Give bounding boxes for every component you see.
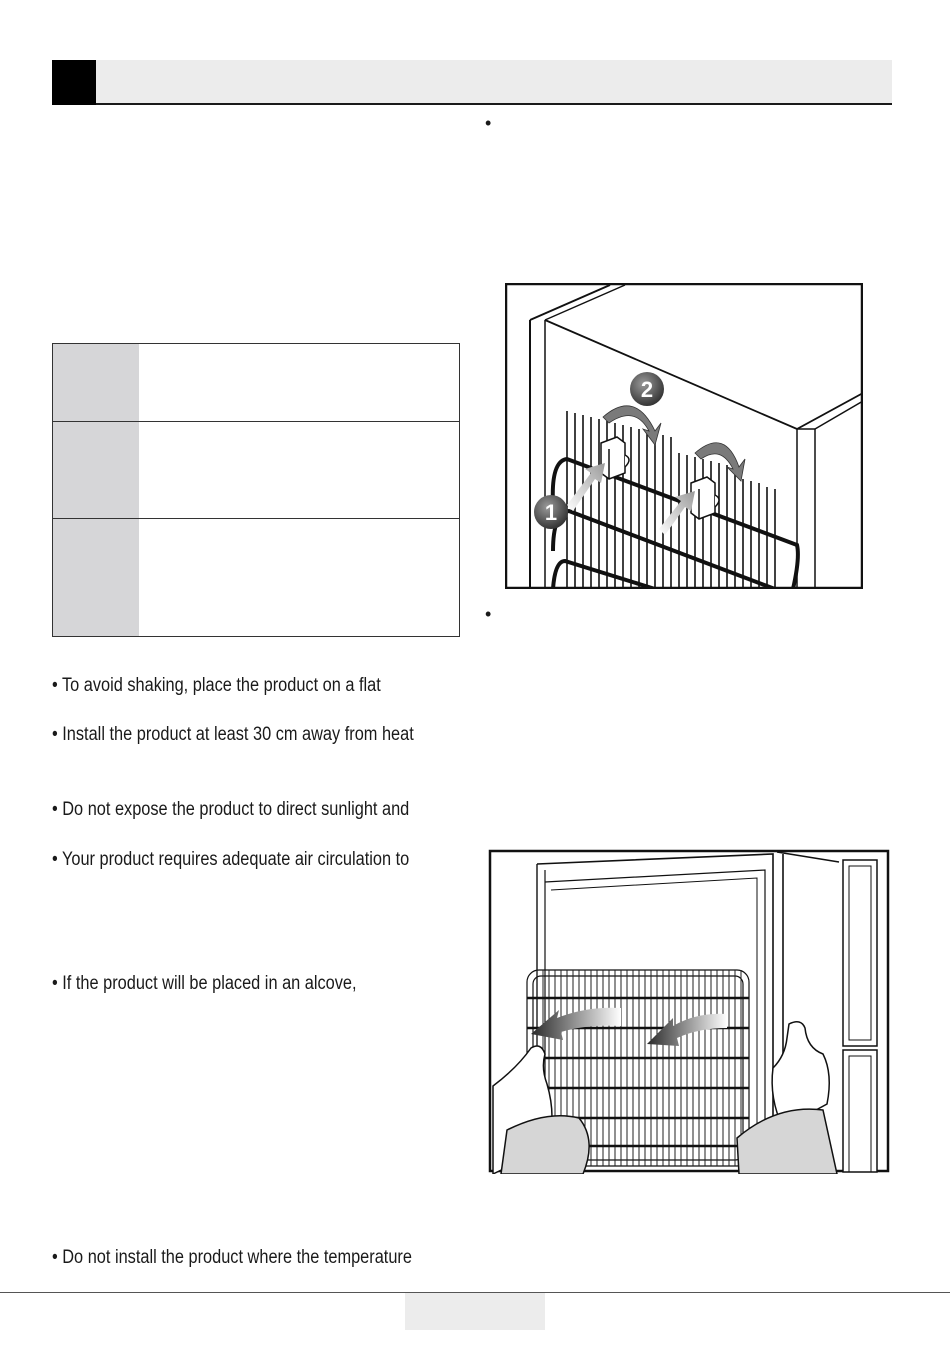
bullet-flat-surface: • To avoid shaking, place the product on… xyxy=(52,675,381,696)
table-row-divider xyxy=(53,421,459,422)
table-row-divider xyxy=(53,518,459,519)
right-bullet-2: • xyxy=(485,604,492,624)
footer-rule xyxy=(0,1292,950,1293)
condenser-pull-figure xyxy=(488,849,890,1174)
step-1-label: 1 xyxy=(545,500,557,525)
page-number-box xyxy=(405,1293,545,1330)
section-header-bar xyxy=(52,60,892,105)
bullet-temperature: • Do not install the product where the t… xyxy=(52,1247,412,1268)
table-class-column xyxy=(53,344,139,636)
step-2-badge xyxy=(630,372,664,406)
bullet-heat-distance: • Install the product at least 30 cm awa… xyxy=(52,724,414,745)
climate-class-table xyxy=(52,343,460,637)
bullet-alcove: • If the product will be placed in an al… xyxy=(52,973,357,994)
spacer-installation-figure: 2 1 xyxy=(505,283,863,589)
bullet-sunlight: • Do not expose the product to direct su… xyxy=(52,799,410,820)
step-2-label: 2 xyxy=(641,377,653,402)
section-number-block xyxy=(52,60,96,105)
right-bullet-1: • xyxy=(485,113,492,133)
bullet-air-circulation: • Your product requires adequate air cir… xyxy=(52,849,410,870)
step-1-badge xyxy=(534,495,568,529)
